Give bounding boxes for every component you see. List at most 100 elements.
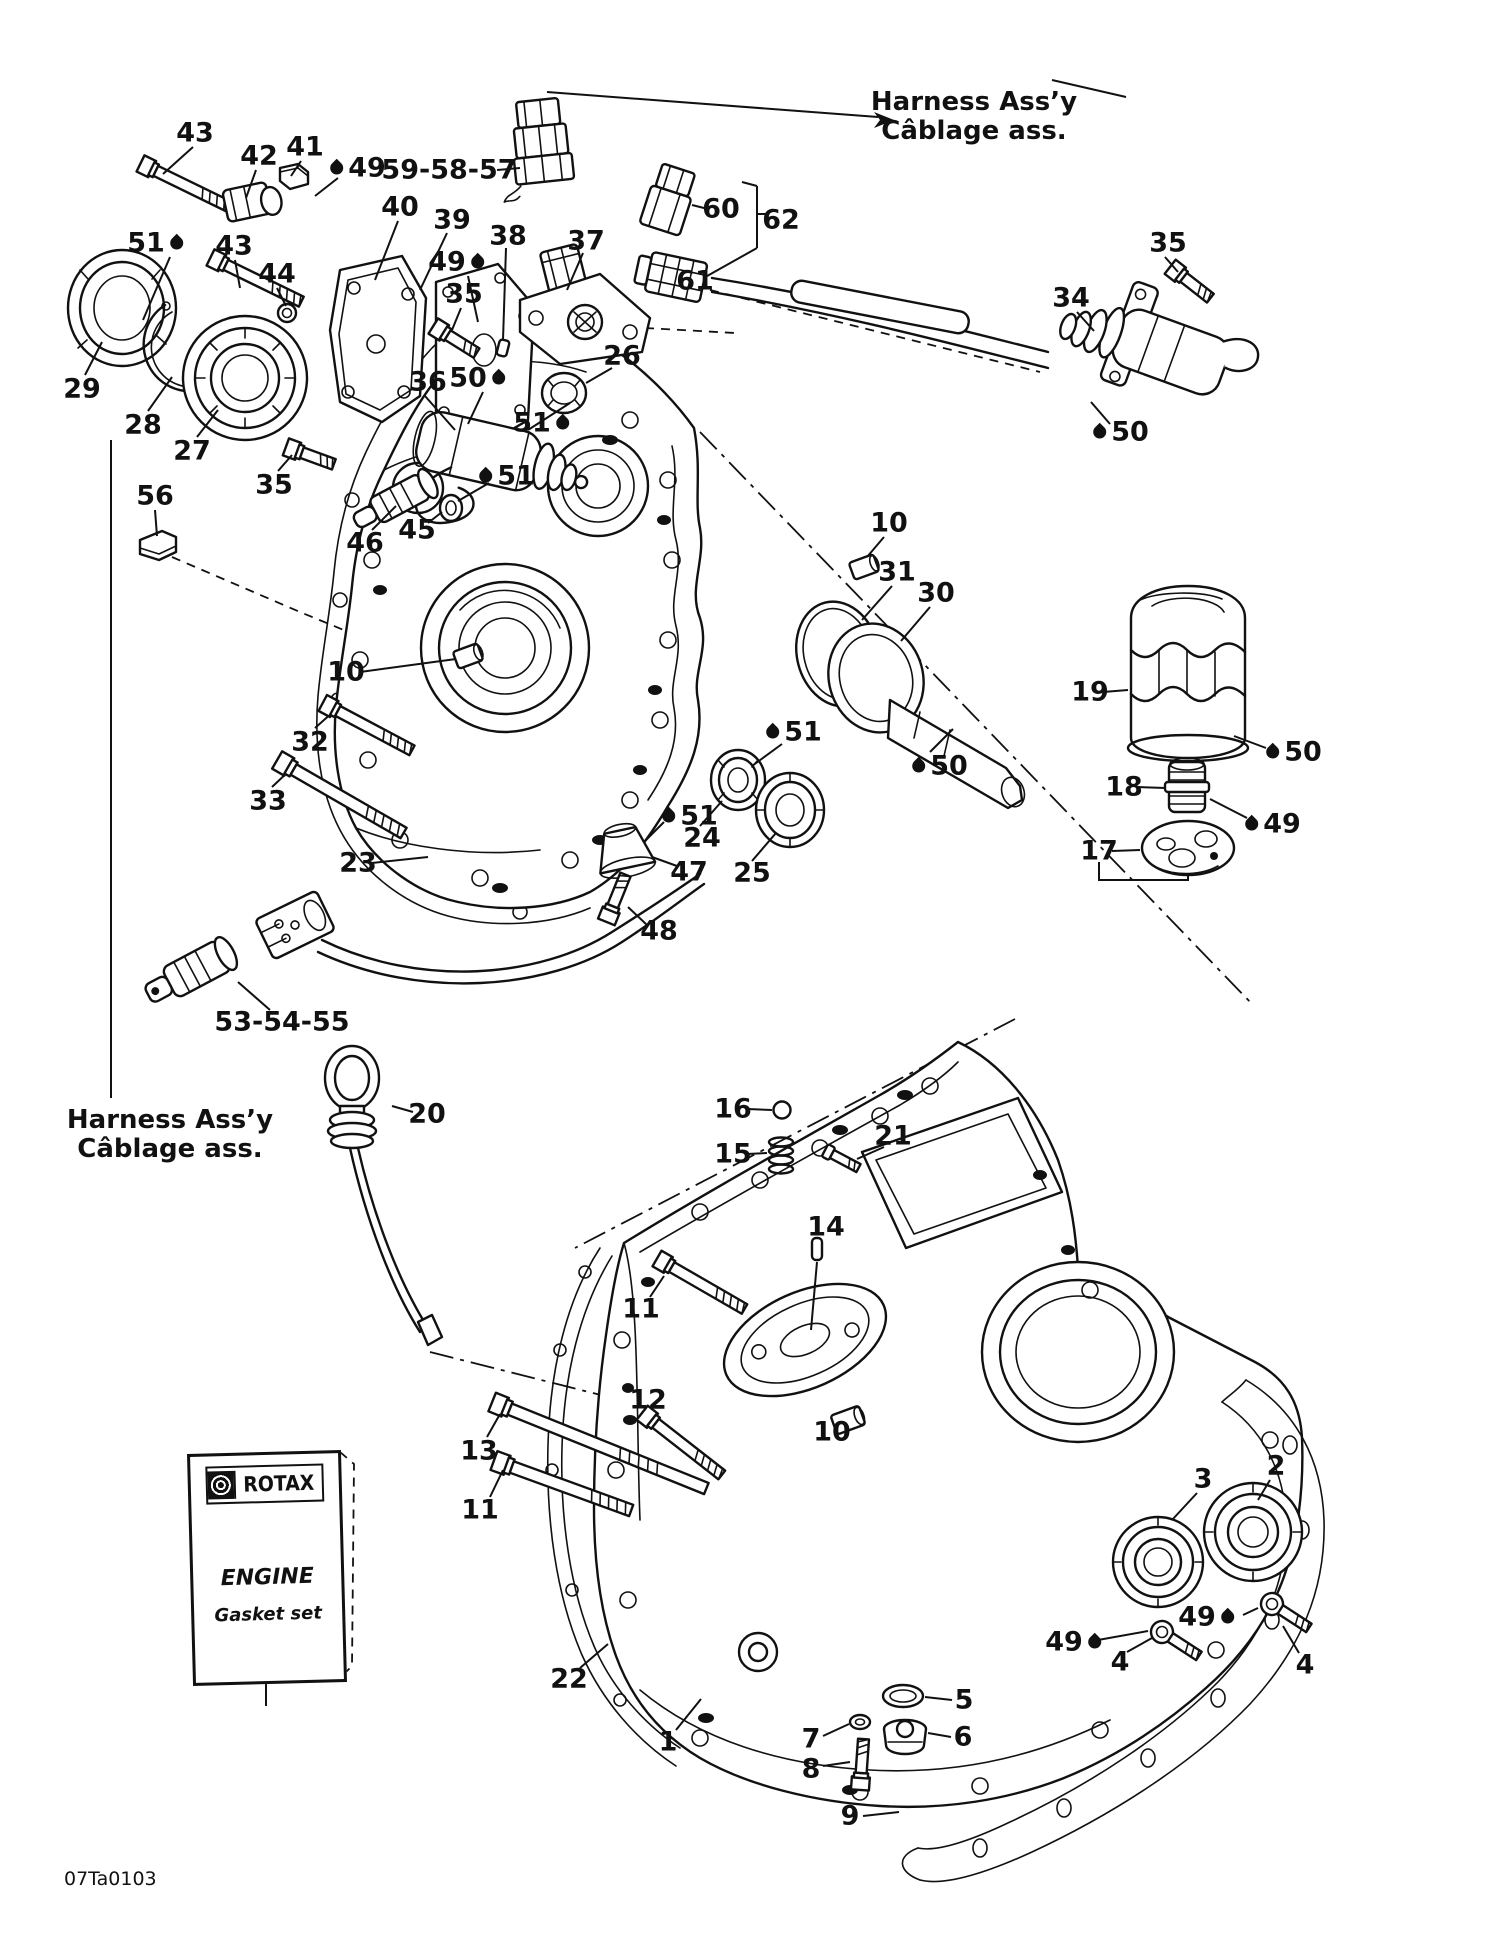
oil-drop-icon <box>476 466 495 486</box>
callout-3: 3 <box>1193 1463 1213 1495</box>
harness-label-bottom-line1: Harness Ass’y <box>66 1104 274 1135</box>
bearing-2 <box>1202 1481 1304 1583</box>
callout-11: 11 <box>461 1494 499 1526</box>
seal-26 <box>540 371 588 415</box>
harness-label-bottom-line2: Câblage ass. <box>77 1134 263 1164</box>
callout-2: 2 <box>1266 1450 1286 1482</box>
callout-11: 11 <box>622 1293 660 1325</box>
callout-26: 26 <box>603 340 641 372</box>
connector-59-58-57 <box>503 97 576 203</box>
callout-33: 33 <box>249 785 287 817</box>
callout-16: 16 <box>714 1093 752 1125</box>
document-code: 07Ta0103 <box>64 1868 157 1890</box>
cone-47 <box>599 822 657 879</box>
bushing-10a <box>452 642 484 670</box>
callout-10: 10 <box>327 656 365 688</box>
callout-42: 42 <box>240 140 278 172</box>
callout-62: 62 <box>762 204 800 236</box>
gasket-box-subtitle: Gasket set <box>214 1602 323 1627</box>
harness-arrow <box>546 91 894 128</box>
nut-41 <box>278 162 310 191</box>
leaders-bearings <box>1097 1479 1300 1654</box>
callout-41: 41 <box>286 131 324 163</box>
callout-22: 22 <box>550 1663 588 1695</box>
callout-43: 43 <box>215 230 253 262</box>
callout-30: 30 <box>917 577 955 609</box>
washer-45 <box>438 493 464 523</box>
callout-49: 49 <box>428 249 487 276</box>
plug-6 <box>882 1718 928 1756</box>
callout-50: 50 <box>1090 419 1149 446</box>
callout-53-54-55: 53-54-55 <box>214 1006 350 1038</box>
bushing-10c <box>830 1405 866 1435</box>
connector-60 <box>639 162 696 237</box>
callout-20: 20 <box>408 1098 446 1130</box>
callout-56: 56 <box>136 480 174 512</box>
callout-31: 31 <box>878 556 916 588</box>
leaders-lower <box>486 1108 900 1817</box>
plate-17 <box>1140 819 1236 877</box>
callout-23: 23 <box>339 847 377 879</box>
callout-13: 13 <box>460 1435 498 1467</box>
callout-28: 28 <box>124 409 162 441</box>
callout-10: 10 <box>870 507 908 539</box>
gasket-9 <box>901 1379 1325 1883</box>
callout-15: 15 <box>714 1138 752 1170</box>
sensor-53-54-55 <box>144 872 706 1003</box>
callout-14: 14 <box>807 1211 845 1243</box>
callout-10: 10 <box>813 1416 851 1448</box>
fitting-18 <box>1163 757 1211 814</box>
callout-17: 17 <box>1080 835 1118 867</box>
pin-38 <box>495 338 511 358</box>
sensor-42 <box>221 181 283 223</box>
bracket-40 <box>328 254 428 424</box>
callout-29: 29 <box>63 373 101 405</box>
callout-51: 51 <box>763 719 822 746</box>
harness-label-bottom: Harness Ass’y Câblage ass. <box>66 1104 274 1164</box>
washer-7 <box>848 1713 872 1731</box>
callout-34: 34 <box>1052 282 1090 314</box>
harness-label-top-line1: Harness Ass’y <box>870 86 1078 117</box>
rotax-brand-row: ROTAX <box>205 1463 325 1505</box>
callout-39: 39 <box>433 204 471 236</box>
callout-49: 49 <box>327 155 386 182</box>
callout-36: 36 <box>409 366 447 398</box>
ball-16 <box>772 1100 792 1120</box>
oil-drop-icon <box>1242 814 1261 834</box>
harness-label-top: Harness Ass’y Câblage ass. <box>870 86 1078 146</box>
callout-1: 1 <box>658 1726 678 1758</box>
oil-drop-icon <box>1218 1607 1237 1627</box>
callout-46: 46 <box>346 527 384 559</box>
callout-44: 44 <box>258 258 296 290</box>
bearing-25 <box>754 771 826 849</box>
seal-24 <box>709 748 767 812</box>
oil-drop-icon <box>167 233 186 253</box>
oil-drop-icon <box>1085 1632 1104 1652</box>
callout-9: 9 <box>840 1800 860 1832</box>
oil-drop-icon <box>489 368 508 388</box>
oil-drop-icon <box>327 158 346 178</box>
callout-32: 32 <box>291 726 329 758</box>
callout-51: 51 <box>127 230 186 257</box>
leaders-mid-left <box>84 341 613 864</box>
oil-drop-icon <box>763 722 782 742</box>
bushing-10b <box>848 553 880 581</box>
leaders-filter <box>1098 689 1267 881</box>
callout-59-58-57: 59-58-57 <box>381 154 517 186</box>
callout-19: 19 <box>1071 676 1109 708</box>
oil-drop-icon <box>1090 422 1109 442</box>
nut-44 <box>276 302 298 324</box>
oring-5 <box>881 1683 925 1709</box>
rotax-brand-name: ROTAX <box>242 1470 315 1497</box>
oil-filter-19 <box>1126 584 1250 763</box>
dipstick-20 <box>323 1044 444 1347</box>
oil-drop-icon <box>659 806 678 826</box>
pin-14 <box>810 1236 824 1262</box>
harness-label-top-line2: Câblage ass. <box>881 116 1067 146</box>
callout-37: 37 <box>567 225 605 257</box>
callout-51: 51 <box>659 803 718 830</box>
lower-crankcase <box>545 1040 1325 1883</box>
gasket-set-box: ROTAX ENGINE Gasket set <box>186 1450 348 1686</box>
shaft-30 <box>827 622 1026 810</box>
